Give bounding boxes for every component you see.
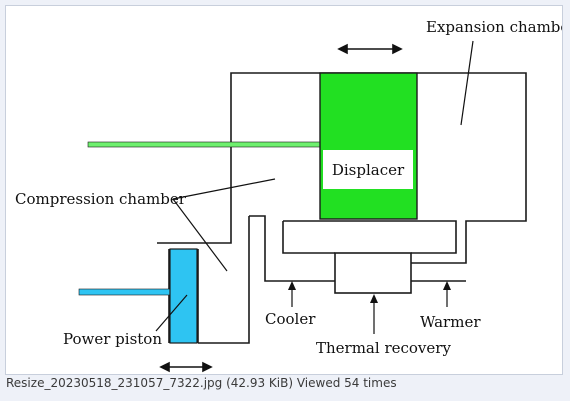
stirling-engine-diagram: Displacer [15, 18, 570, 373]
displacer-label: Displacer [332, 161, 405, 179]
displacer-rod [87, 141, 322, 148]
diagram-image[interactable]: Displacer [5, 5, 570, 375]
displacer-label-box [323, 150, 413, 189]
displacer [319, 72, 418, 220]
compression-chamber-label: Compression chamber [15, 190, 187, 208]
expansion-chamber-label: Expansion chamber [426, 18, 562, 36]
power-piston-rod [78, 288, 172, 296]
leader-lines [155, 40, 474, 334]
image-caption: Resize_20230518_231057_7322.jpg (42.93 K… [6, 376, 397, 390]
thermal-recovery-unit [334, 252, 412, 294]
motion-arrows [159, 43, 403, 373]
power-piston [169, 248, 198, 344]
thermal-recovery-label: Thermal recovery [316, 339, 451, 357]
warmer-label: Warmer [420, 313, 481, 331]
engine-outline [157, 72, 527, 344]
power-piston-label: Power piston [63, 330, 162, 348]
cooler-label: Cooler [265, 310, 316, 328]
pointer-arrowheads [288, 281, 451, 303]
